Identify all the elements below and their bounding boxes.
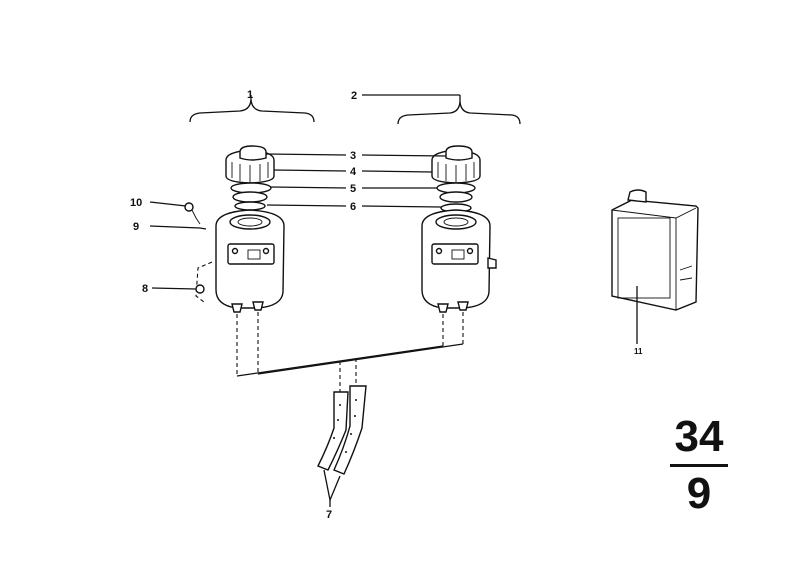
assembly-bracket-right (362, 94, 521, 125)
fluid-can (611, 189, 699, 344)
callout-1: 1 (247, 89, 253, 101)
callout-7: 7 (326, 509, 332, 521)
hose-clip-left (149, 201, 213, 303)
page-number-divider (670, 464, 728, 467)
filter-screen-right (439, 191, 473, 213)
page-number: 34 9 (668, 414, 730, 517)
callout-11: 11 (634, 347, 643, 356)
reservoir-body-left (215, 209, 285, 313)
callout-3: 3 (350, 150, 356, 162)
callout-6: 6 (350, 201, 356, 213)
filter-screen-left (232, 191, 268, 211)
assembly-bracket-left (189, 95, 315, 123)
callout-leaders (265, 153, 447, 208)
callout-9: 9 (133, 221, 139, 233)
callout-8: 8 (142, 283, 148, 295)
callout-10: 10 (130, 197, 142, 209)
callout-5: 5 (350, 183, 356, 195)
hose-pair (317, 385, 367, 507)
page-number-sheet: 9 (686, 469, 712, 518)
hose-screw-left (151, 284, 205, 294)
reservoir-cap-right (431, 145, 481, 184)
callout-2: 2 (351, 90, 357, 102)
page-number-group: 34 (674, 412, 724, 461)
hose-routing (236, 312, 464, 392)
callout-4: 4 (350, 166, 357, 178)
reservoir-body-right (421, 209, 497, 313)
reservoir-cap-left (225, 145, 275, 184)
